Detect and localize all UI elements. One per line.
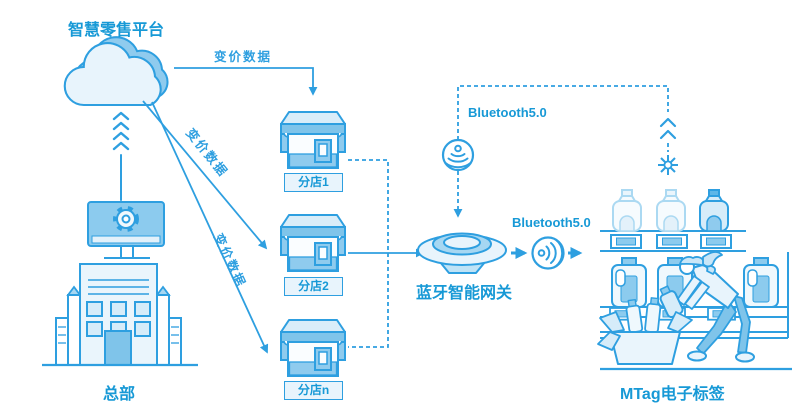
cloud-icon [63,36,169,107]
chevron-up-icon [659,117,677,140]
bottle-icon [612,189,729,232]
bluetooth-label-top: Bluetooth5.0 [468,105,547,120]
gateway-disc-icon [417,232,507,274]
headquarters-label: 总部 [103,386,136,403]
store-n-label: 分店n [284,381,343,400]
signal-beacon-icon [441,138,475,172]
price-data-arrows [142,67,318,354]
sound-wave-icon [531,236,565,270]
beacon-dashed-route [453,85,669,218]
store-n-icon [280,319,346,377]
store-2-icon [280,214,346,272]
store-1-icon [280,111,346,169]
store-2-label: 分店2 [284,277,343,296]
gateway-label: 蓝牙智能网关 [416,285,513,302]
carton-box-icon [597,297,693,365]
building-icon [42,263,198,367]
bluetooth-label-right: Bluetooth5.0 [512,215,591,230]
monitor-gear-icon [87,201,165,259]
sparkle-icon [658,155,678,175]
store-1-label: 分店1 [284,173,343,192]
platform-title: 智慧零售平台 [68,22,165,39]
gear-icon [113,206,139,232]
store-gateway-connectors [348,159,425,348]
shelf-icon [597,189,792,371]
price-data-label-1: 变价数据 [214,50,273,64]
chevron-up-icon [112,111,130,201]
esl-shelf-label: MTag电子标签 [620,386,725,403]
